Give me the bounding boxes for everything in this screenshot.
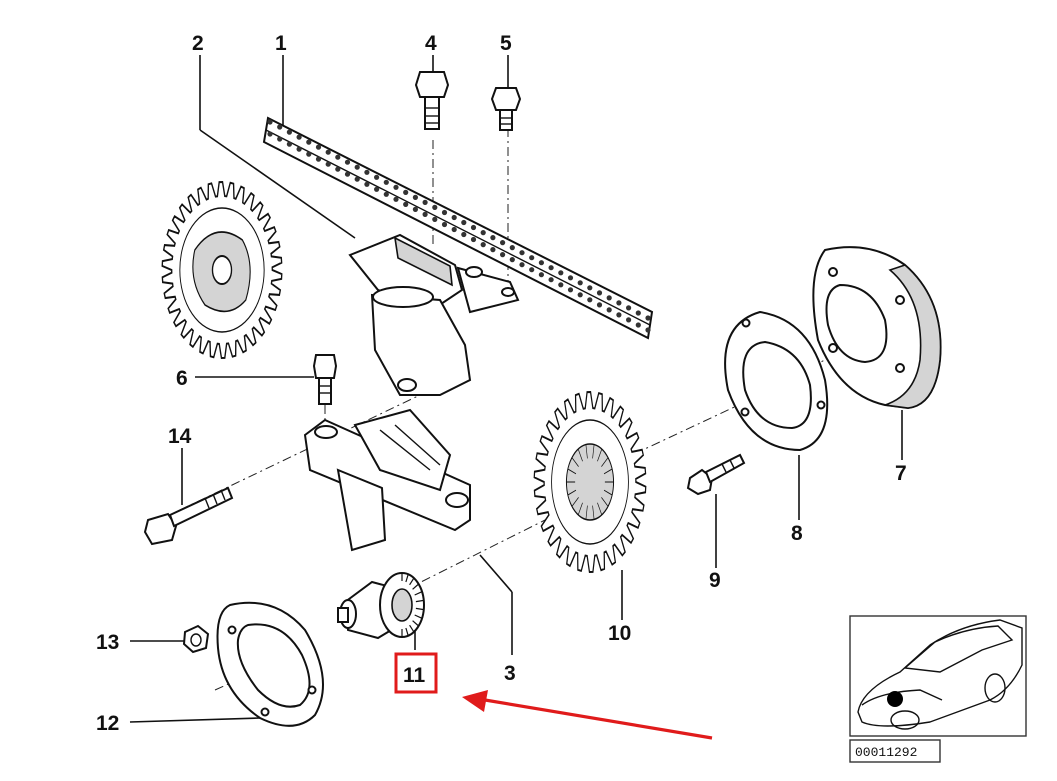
callout-1: 1 <box>275 32 287 55</box>
inset-reference-code: 00011292 <box>855 745 917 760</box>
callout-5: 5 <box>500 32 512 55</box>
callout-11: 11 <box>403 664 426 687</box>
highlight-arrow <box>462 690 713 740</box>
bolt-6 <box>312 354 338 405</box>
bolt-5 <box>490 87 522 131</box>
gasket-12 <box>216 601 324 727</box>
cover-7 <box>812 246 942 410</box>
callout-labels: 2 1 4 5 6 14 7 8 9 10 3 13 12 11 <box>96 32 907 735</box>
callout-8: 8 <box>791 522 803 545</box>
bolt-4 <box>414 71 450 130</box>
timing-chain <box>262 116 654 340</box>
stud-9 <box>686 453 746 496</box>
callout-6: 6 <box>176 367 188 390</box>
crankshaft-sprocket <box>533 390 647 574</box>
callout-2: 2 <box>192 32 204 55</box>
camshaft-sprocket <box>161 180 283 360</box>
callout-13: 13 <box>96 631 119 654</box>
callout-10: 10 <box>608 622 631 645</box>
callout-11-highlight-box <box>394 652 438 694</box>
callout-14: 14 <box>168 425 192 448</box>
callout-7: 7 <box>895 462 907 485</box>
callout-9: 9 <box>709 569 721 592</box>
engine-location-marker <box>887 691 903 707</box>
callout-4: 4 <box>425 32 437 55</box>
callout-3: 3 <box>504 662 516 685</box>
callout-12: 12 <box>96 712 119 735</box>
vehicle-locator-inset: 00011292 <box>849 615 1027 763</box>
nut-13 <box>182 624 210 654</box>
gasket-8 <box>724 310 829 452</box>
gear-assembly-11 <box>337 572 425 640</box>
guide-rail-bracket <box>303 408 471 552</box>
chain-tensioner <box>348 233 520 396</box>
leader-lines <box>129 55 903 723</box>
bolt-14 <box>143 486 234 546</box>
